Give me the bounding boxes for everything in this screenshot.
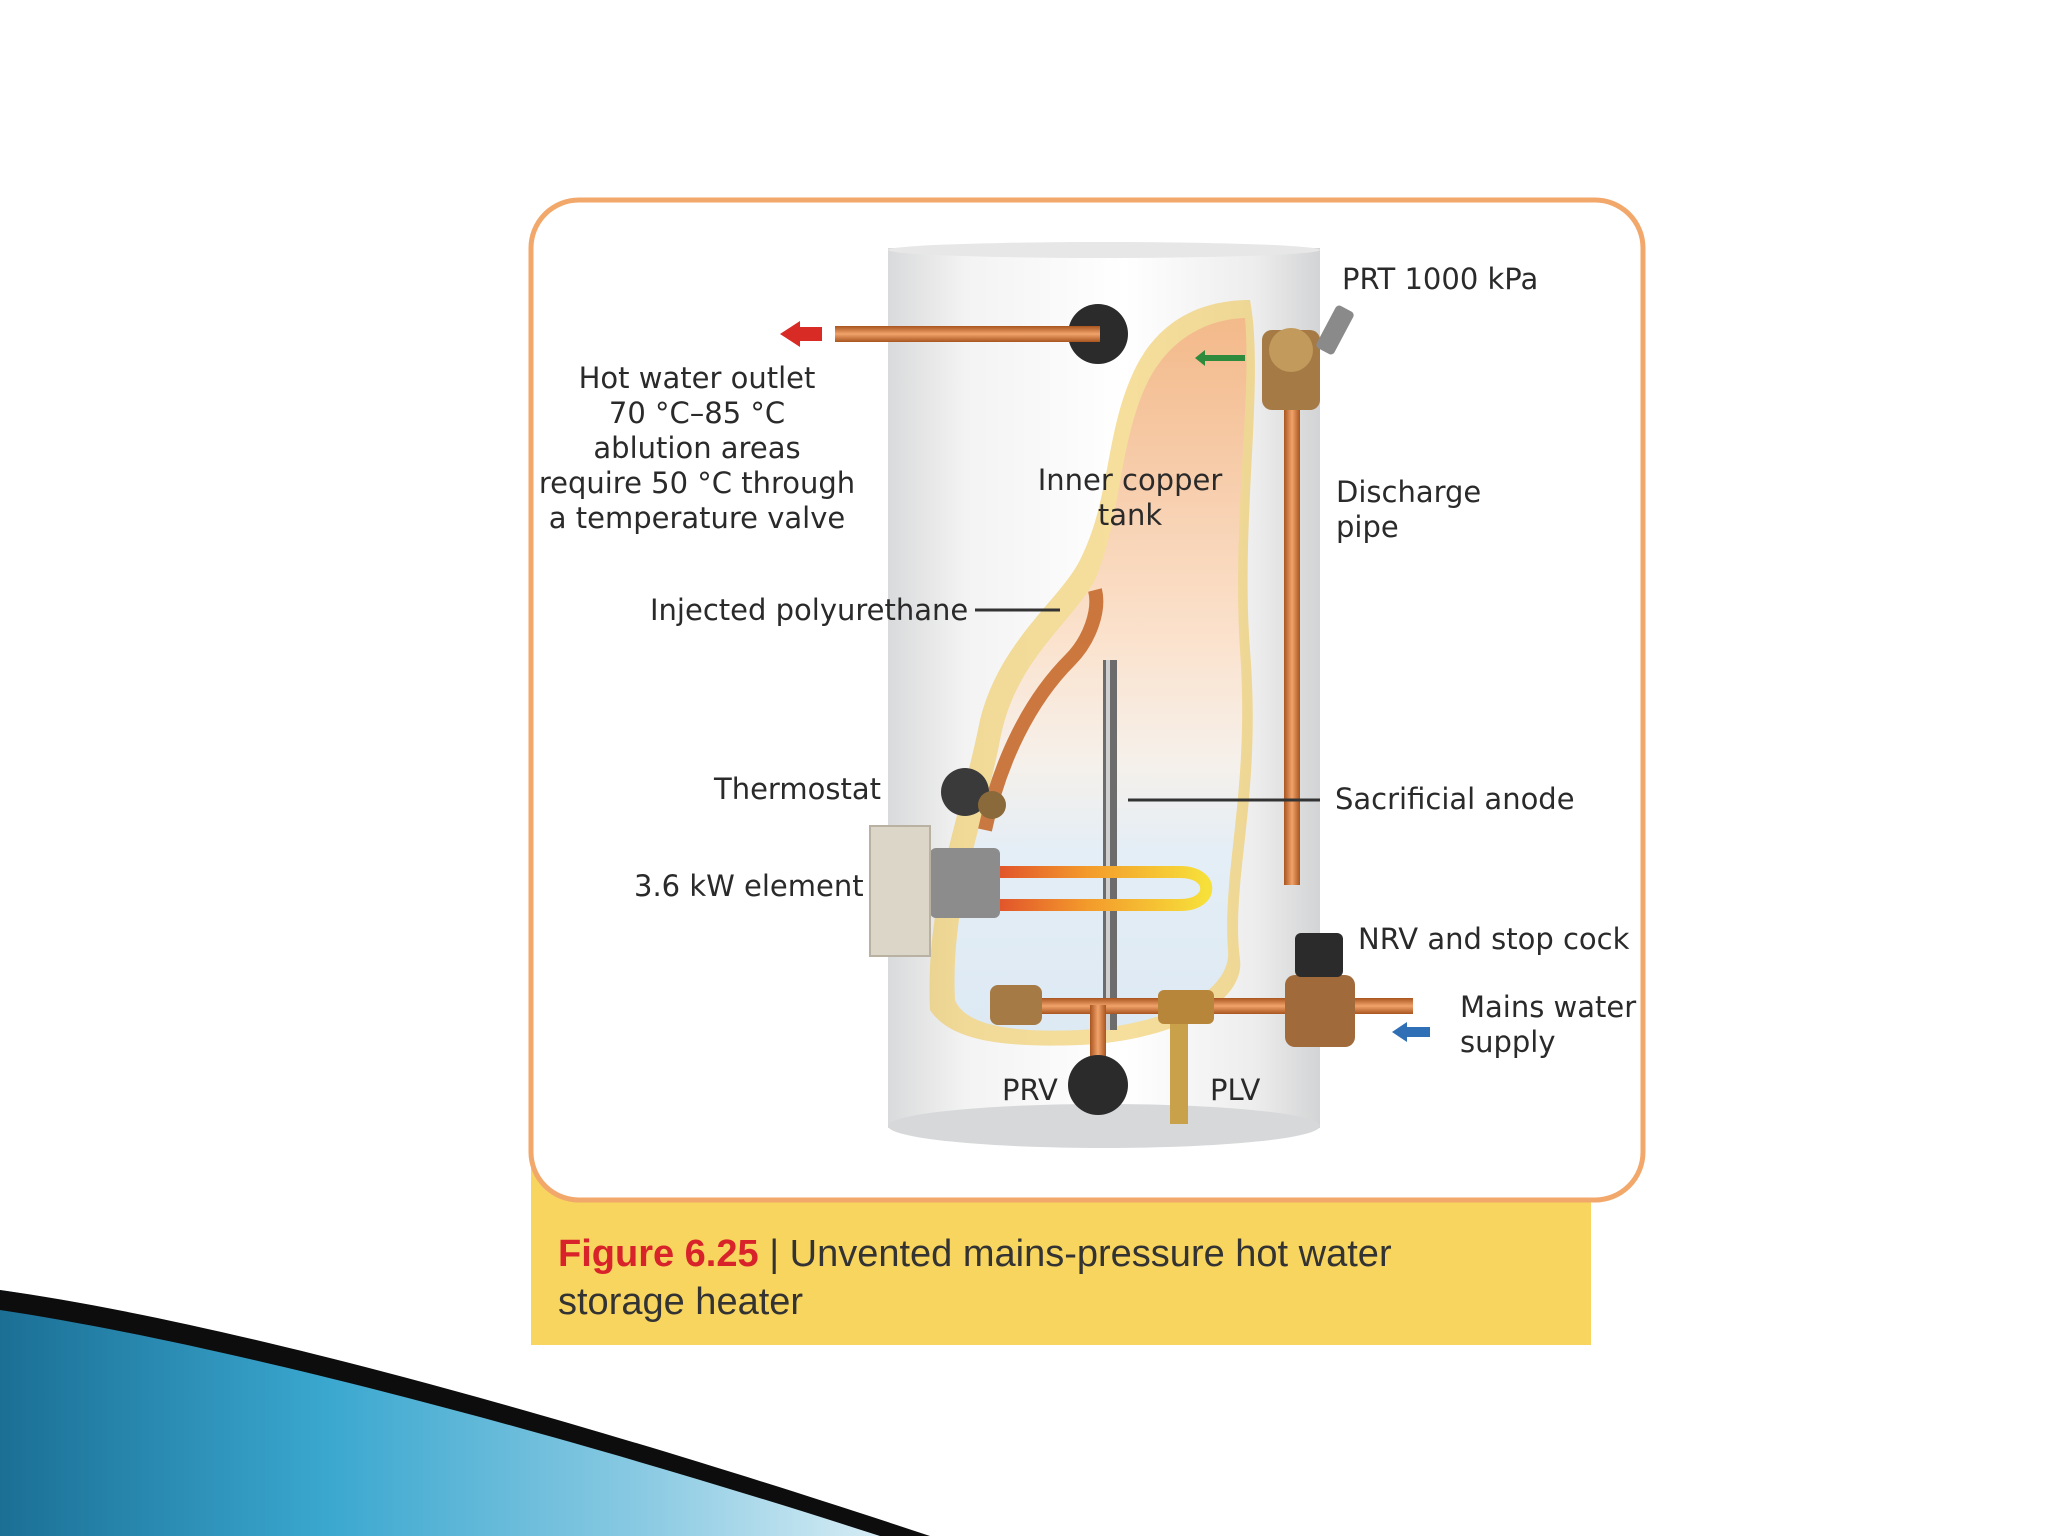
- plv-label: PLV: [1210, 1073, 1260, 1108]
- sacrificial-anode-label: Sacrificial anode: [1335, 782, 1575, 817]
- thermostat-label: Thermostat: [714, 772, 881, 807]
- prt-label: PRT 1000 kPa: [1342, 262, 1538, 297]
- figure-number: Figure 6.25: [558, 1233, 759, 1275]
- element-label: 3.6 kW element: [634, 869, 864, 904]
- figure-caption: Figure 6.25 | Unvented mains-pressure ho…: [558, 1230, 1458, 1326]
- polyurethane-label: Injected polyurethane: [650, 593, 968, 628]
- mains-water-supply-label: Mains water supply: [1460, 990, 1636, 1060]
- hot-water-outlet-label: Hot water outlet 70 °C–85 °C ablution ar…: [532, 361, 862, 536]
- inner-copper-tank-label: Inner copper tank: [1020, 463, 1240, 533]
- discharge-pipe-label: Discharge pipe: [1336, 475, 1481, 545]
- prv-label: PRV: [1002, 1073, 1058, 1108]
- nrv-stop-cock-label: NRV and stop cock: [1358, 922, 1629, 957]
- caption-separator: |: [759, 1233, 790, 1275]
- sacrificial-anode: [1103, 660, 1117, 1030]
